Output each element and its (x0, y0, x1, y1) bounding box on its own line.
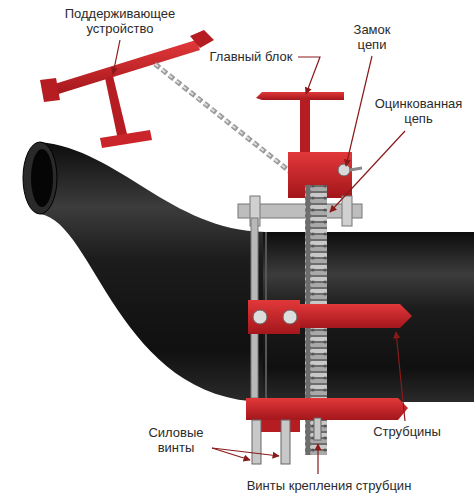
power-screw (252, 420, 261, 464)
callout-label: Струбцины (366, 424, 448, 439)
clamp-screw (314, 418, 321, 440)
leader-line (298, 57, 320, 94)
clamp-lower (246, 398, 408, 420)
support-chain-hi (155, 64, 298, 178)
pipe-elbow (40, 142, 265, 402)
callout-label: Силовые винты (140, 425, 212, 455)
callout-label: Винты крепления струбцин (222, 478, 436, 493)
callout-label: Оцинкованная цепь (366, 96, 471, 126)
power-screw (281, 420, 290, 464)
support-chain (155, 64, 298, 178)
leader-line (212, 448, 279, 456)
support-foot (100, 130, 152, 148)
support-cap (190, 30, 214, 48)
pipe-straight (263, 232, 474, 402)
lock-pin (350, 168, 362, 170)
clamp-left (248, 300, 300, 334)
leader-line (317, 444, 318, 474)
elbow-opening (23, 142, 57, 214)
support-bar (48, 40, 200, 96)
clamp-bolt (253, 310, 267, 324)
main-post (300, 98, 310, 158)
callout-label: Замок цепи (344, 22, 400, 52)
clamp-lower-base (255, 420, 300, 432)
clamp-bar (300, 304, 412, 328)
clamp-bolt (283, 310, 297, 324)
support-leg (105, 76, 128, 140)
support-handle (40, 78, 60, 102)
callout-label: Поддерживающее устройство (55, 6, 185, 36)
leader-line (396, 332, 405, 421)
chain-lock (338, 164, 350, 176)
guide-bolt (342, 196, 352, 226)
elbow-bore (31, 149, 53, 207)
leader-line (330, 131, 405, 212)
leader-line (113, 40, 120, 74)
leader-line (346, 56, 372, 166)
callout-label: Главный блок (205, 49, 297, 64)
